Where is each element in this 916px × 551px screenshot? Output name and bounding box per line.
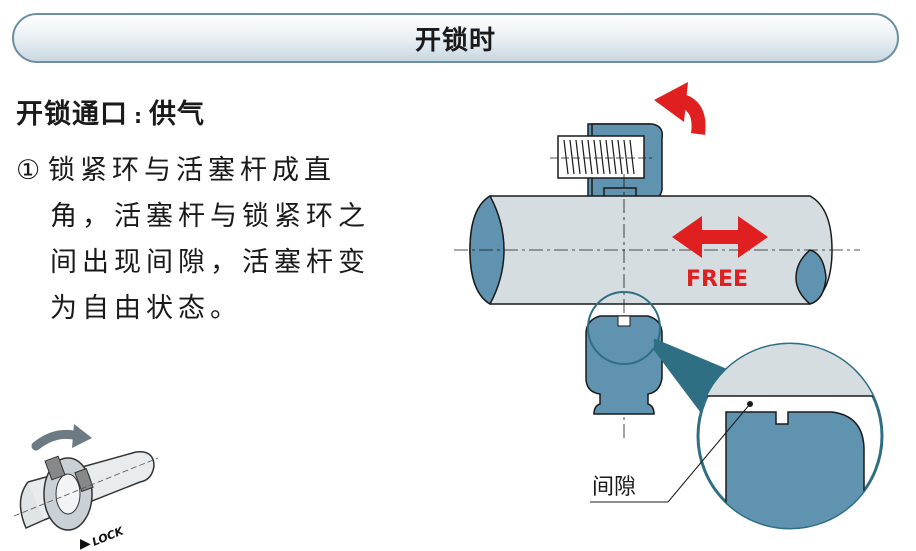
rod-right-end-face (795, 249, 827, 305)
gap-leader-line (667, 403, 751, 503)
magnify-circle-small (587, 291, 661, 365)
port-value: 供气 (149, 99, 205, 130)
page-title: 开锁时 (414, 25, 496, 56)
rotation-arrow-icon (31, 429, 83, 451)
small-rod-front (19, 481, 45, 529)
step-text: 锁紧环与活塞杆成直角，活塞杆与锁紧环之间出现间隙，活塞杆变为自由状态。 (48, 155, 370, 324)
free-double-arrow-icon (672, 216, 768, 258)
unlock-cross-section-diagram: FREE 间隙 (454, 82, 884, 530)
rotation-arrowhead-icon (72, 424, 92, 448)
lock-label: LOCK (90, 524, 126, 549)
spring-coil (563, 139, 635, 175)
port-label: 开锁通口 (16, 99, 128, 130)
unlock-port-heading: 开锁通口:供气 (16, 92, 205, 131)
small-centerline (13, 457, 159, 517)
small-screw (74, 467, 94, 493)
lock-arrow-icon: ▶ (80, 536, 91, 551)
free-label: FREE (686, 267, 748, 292)
detail-lock-ring-section (725, 411, 865, 528)
gap-label: 间隙 (592, 475, 636, 500)
step-number: ① (16, 155, 41, 186)
lower-ring-notch (617, 315, 631, 327)
port-separator: : (134, 104, 143, 128)
step-description: ① 锁紧环与活塞杆成直角，活塞杆与锁紧环之间出现间隙，活塞杆变为自由状态。 (16, 148, 396, 332)
lock-ring-illustration: ▶ LOCK (13, 424, 159, 551)
spring-housing (557, 135, 645, 179)
title-bar: 开锁时 (12, 13, 899, 63)
rotation-arrowhead-icon (654, 82, 688, 122)
small-spring (44, 455, 66, 481)
